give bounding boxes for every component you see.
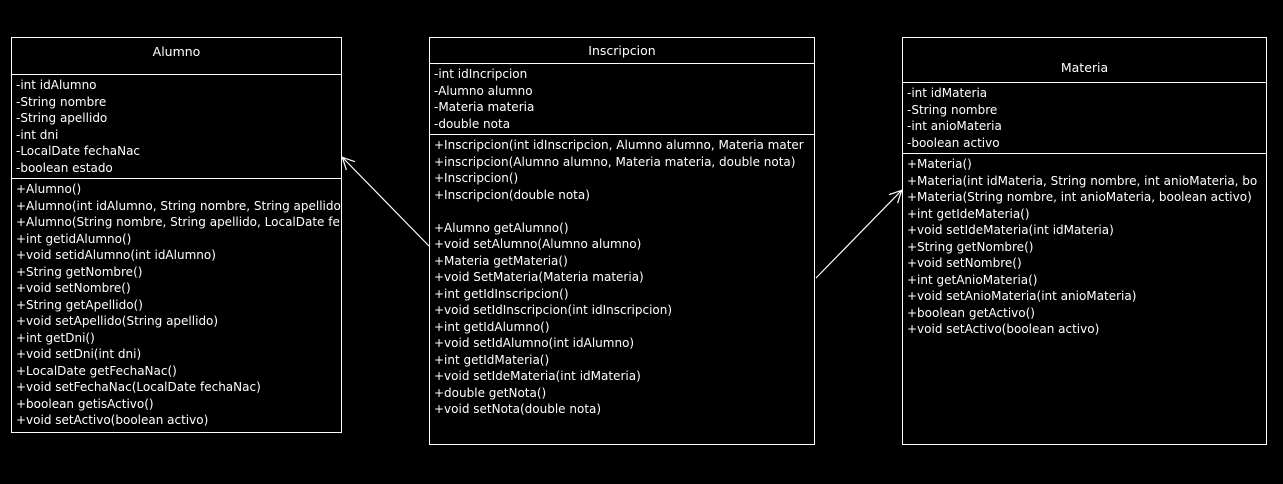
method: +void setNombre() (907, 256, 1022, 270)
attributes-section-inscripcion: -int idIncripcion -Alumno alumno -Materi… (430, 63, 814, 134)
method: +void setIdeMateria(int idMateria) (907, 223, 1114, 237)
method: +void setActivo(boolean activo) (907, 322, 1100, 336)
method: +void setDni(int dni) (16, 347, 142, 361)
methods-section-materia: +Materia() +Materia(int idMateria, Strin… (903, 153, 1266, 340)
method: +void setAlumno(Alumno alumno) (434, 237, 642, 251)
method: +Materia() (907, 157, 972, 171)
method: +Materia(String nombre, int anioMateria,… (907, 190, 1252, 204)
attribute: -double nota (434, 116, 511, 131)
method: +Alumno getAlumno() (434, 220, 569, 235)
method: +void setidAlumno(int idAlumno) (16, 248, 216, 262)
method: +Materia getMateria() (434, 253, 568, 268)
method: +int getIdMateria() (434, 352, 550, 367)
association-arrow-inscripcion-to-materia[interactable] (815, 191, 901, 279)
method: +boolean getisActivo() (16, 396, 154, 411)
attributes-section-materia: -int idMateria -String nombre -int anioM… (903, 82, 1266, 153)
class-box-materia[interactable]: Materia -int idMateria -String nombre -i… (902, 37, 1267, 445)
class-name-inscripcion: Inscripcion (588, 43, 656, 58)
method: +Materia(int idMateria, String nombre, i… (907, 173, 1258, 188)
method: +int getidAlumno() (16, 231, 132, 246)
method: +LocalDate getFechaNac() (16, 363, 177, 378)
attribute: -LocalDate fechaNac (16, 144, 141, 158)
methods-section-inscripcion: +Inscripcion(int idInscripcion, Alumno a… (430, 134, 814, 420)
attribute: -String nombre (907, 102, 998, 117)
method: +int getDni() (16, 330, 95, 345)
class-box-inscripcion[interactable]: Inscripcion -int idIncripcion -Alumno al… (429, 37, 815, 445)
method: +int getAnioMateria() (907, 272, 1038, 287)
attribute: -String apellido (16, 111, 108, 125)
method: +void setIdInscripcion(int idInscripcion… (434, 303, 673, 317)
attribute: -int idIncripcion (434, 67, 528, 81)
class-box-alumno[interactable]: Alumno -int idAlumno -String nombre -Str… (11, 37, 342, 433)
method: +inscripcion(Alumno alumno, Materia mate… (434, 154, 796, 169)
attribute: -int idMateria (907, 86, 988, 100)
method: +String getNombre() (16, 264, 143, 279)
method: +void setApellido(String apellido) (16, 314, 219, 328)
attributes-section-alumno: -int idAlumno -String nombre -String ape… (12, 74, 341, 178)
association-arrow-inscripcion-to-alumno[interactable] (343, 158, 430, 247)
class-name-alumno: Alumno (152, 44, 201, 59)
method: +void setAnioMateria(int anioMateria) (907, 289, 1137, 303)
method: +Alumno(int idAlumno, String nombre, Str… (16, 198, 341, 213)
method: +boolean getActivo() (907, 305, 1035, 320)
attribute: -int anioMateria (907, 119, 1002, 133)
attribute: -Materia materia (434, 100, 535, 114)
method: +String getNombre() (907, 239, 1034, 254)
attribute: -int dni (16, 127, 59, 142)
method: +Alumno() (16, 182, 82, 196)
method: +Inscripcion(int idInscripcion, Alumno a… (434, 138, 804, 152)
class-name-materia: Materia (1060, 60, 1109, 75)
method-gap (434, 203, 814, 220)
method: +double getNota() (434, 385, 547, 400)
attribute: -int idAlumno (16, 78, 97, 92)
method: +void setFechaNac(LocalDate fechaNac) (16, 380, 261, 394)
attribute: -boolean activo (907, 135, 1000, 150)
method: +void setIdAlumno(int idAlumno) (434, 336, 635, 350)
method: +void setActivo(boolean activo) (16, 413, 209, 427)
attribute: -String nombre (16, 94, 107, 109)
method: +String getApellido() (16, 297, 143, 312)
method: +void setIdeMateria(int idMateria) (434, 369, 641, 383)
method: +void setNota(double nota) (434, 402, 602, 416)
method: +int getIdInscripcion() (434, 286, 569, 301)
method: +int getIdAlumno() (434, 319, 550, 334)
method: +Inscripcion(double nota) (434, 187, 590, 202)
method: +Inscripcion() (434, 171, 519, 185)
attribute: -boolean estado (16, 160, 113, 175)
method: +int getIdeMateria() (907, 206, 1030, 221)
method: +void setNombre() (16, 281, 131, 295)
method: +Alumno(String nombre, String apellido, … (16, 215, 340, 229)
attribute: -Alumno alumno (434, 83, 533, 98)
method: +void SetMateria(Materia materia) (434, 270, 644, 284)
methods-section-alumno: +Alumno() +Alumno(int idAlumno, String n… (12, 178, 341, 431)
